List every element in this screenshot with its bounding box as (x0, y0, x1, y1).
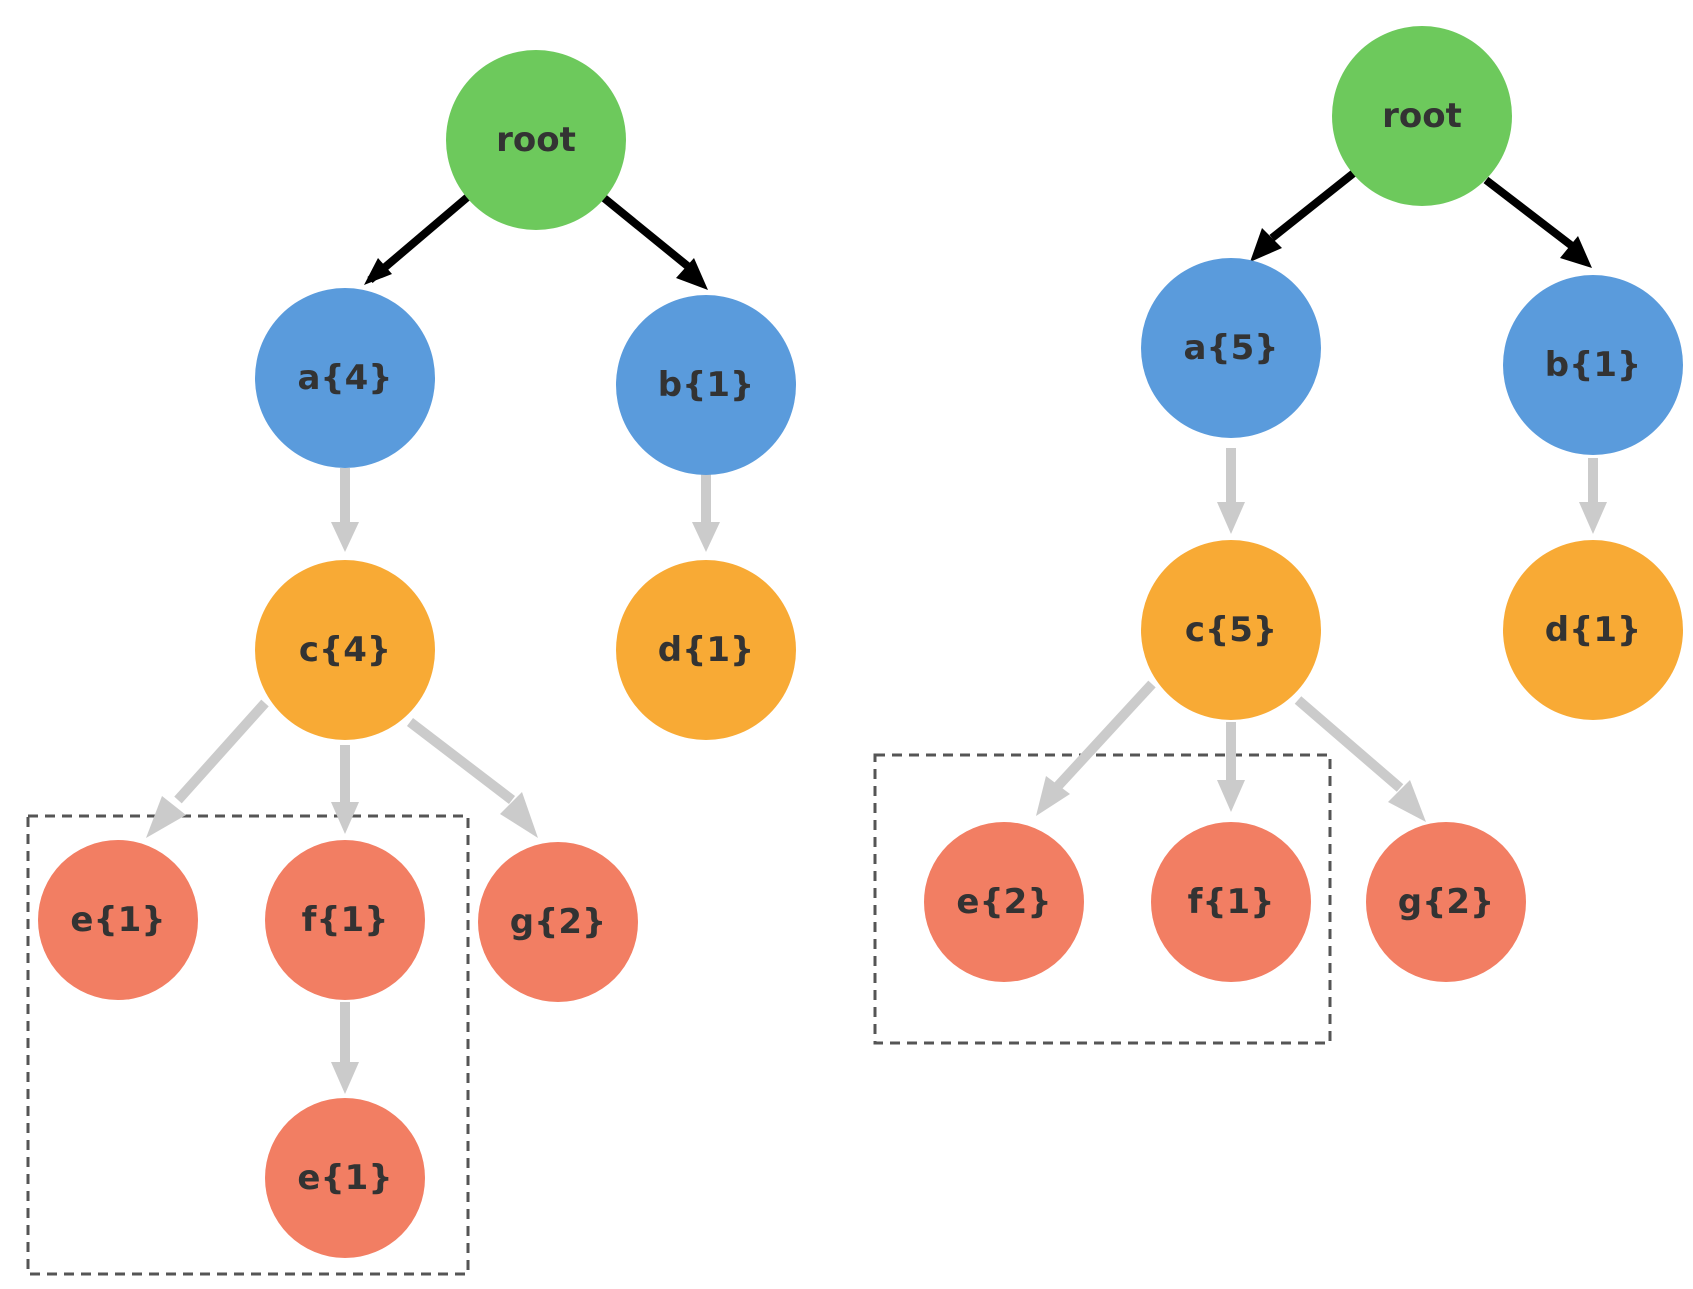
left-node-a-label: a{4} (297, 358, 392, 398)
left-node-c-circle (255, 560, 435, 740)
right-edge-c-g-head (1388, 780, 1426, 822)
left-node-root-circle (446, 50, 626, 230)
right-edge-c-e (1054, 680, 1156, 790)
right-edge-b-d-head (1579, 502, 1607, 534)
right-edge-c-g (1294, 696, 1404, 792)
right-node-e-circle (924, 822, 1084, 982)
right-group-box (873, 753, 1332, 1045)
right-edge-root-b (1483, 176, 1575, 250)
left-node-d: d{1} (616, 560, 796, 740)
right-node-g: g{2} (1366, 822, 1526, 982)
left-node-e-label: e{1} (70, 900, 165, 940)
left-node-f-e-label: e{1} (297, 1158, 392, 1198)
left-edge-c-g (406, 718, 516, 804)
right-node-e: e{2} (924, 822, 1084, 982)
right-node-b-label: b{1} (1545, 345, 1641, 385)
left-tree: root a{4} b{1} c{4} d{1} e{1} f{1} g{2} (26, 50, 796, 1276)
right-node-f-circle (1151, 822, 1311, 982)
left-node-a-circle (255, 288, 435, 468)
right-edge-root-a (1269, 168, 1358, 242)
right-edge-a-c-head (1217, 502, 1245, 534)
left-node-f: f{1} (265, 840, 425, 1000)
right-node-root-label: root (1382, 96, 1462, 136)
left-node-a: a{4} (255, 288, 435, 468)
left-node-f-e: e{1} (265, 1098, 425, 1258)
left-edge-root-b (601, 194, 693, 272)
left-node-b-label: b{1} (658, 365, 754, 405)
left-node-d-circle (616, 560, 796, 740)
right-node-g-label: g{2} (1398, 882, 1494, 922)
left-node-c-label: c{4} (299, 630, 391, 670)
left-edge-c-e-head (146, 796, 186, 838)
left-edge-c-g-head (500, 792, 538, 838)
left-node-f-e-circle (265, 1098, 425, 1258)
left-edge-b-d-head (692, 522, 720, 552)
left-node-root-label: root (496, 120, 576, 160)
right-node-f-label: f{1} (1188, 882, 1275, 922)
left-node-f-label: f{1} (302, 900, 389, 940)
left-edge-root-a-head (364, 258, 392, 285)
right-node-a-circle (1141, 258, 1321, 438)
right-node-c-circle (1141, 540, 1321, 720)
left-node-e: e{1} (38, 840, 198, 1000)
right-node-root: root (1332, 26, 1512, 206)
left-edge-c-e (174, 699, 269, 804)
right-edge-c-e-head (1036, 776, 1070, 816)
right-node-d-label: d{1} (1545, 610, 1641, 650)
left-node-g-label: g{2} (510, 902, 606, 942)
right-node-root-circle (1332, 26, 1512, 206)
right-node-d: d{1} (1503, 540, 1683, 720)
right-tree: root a{5} b{1} c{5} d{1} e{2} f{1} g{2} (873, 26, 1683, 1045)
right-node-c: c{5} (1141, 540, 1321, 720)
right-node-d-circle (1503, 540, 1683, 720)
left-edge-a-c-head (331, 522, 359, 552)
right-node-f: f{1} (1151, 822, 1311, 982)
right-node-a-label: a{5} (1183, 328, 1278, 368)
right-edge-root-a-head (1250, 228, 1282, 262)
left-node-b: b{1} (616, 295, 796, 475)
left-edge-root-b-head (676, 258, 708, 290)
left-edge-root-a (367, 191, 473, 284)
right-node-g-circle (1366, 822, 1526, 982)
left-node-e-circle (38, 840, 198, 1000)
left-node-g-circle (478, 842, 638, 1002)
right-node-e-label: e{2} (956, 882, 1051, 922)
right-edge-root-b-head (1560, 236, 1592, 268)
left-node-f-circle (265, 840, 425, 1000)
left-edge-c-f-head (331, 802, 359, 834)
left-node-c: c{4} (255, 560, 435, 740)
right-node-b-circle (1503, 275, 1683, 455)
right-node-c-label: c{5} (1185, 610, 1277, 650)
left-node-root: root (446, 50, 626, 230)
right-edge-c-f-head (1217, 780, 1245, 812)
right-node-a: a{5} (1141, 258, 1321, 438)
left-node-b-circle (616, 295, 796, 475)
left-node-d-label: d{1} (658, 630, 754, 670)
left-group-box (26, 814, 470, 1276)
right-node-b: b{1} (1503, 275, 1683, 455)
left-edge-f-e-head (331, 1062, 359, 1094)
left-node-g: g{2} (478, 842, 638, 1002)
